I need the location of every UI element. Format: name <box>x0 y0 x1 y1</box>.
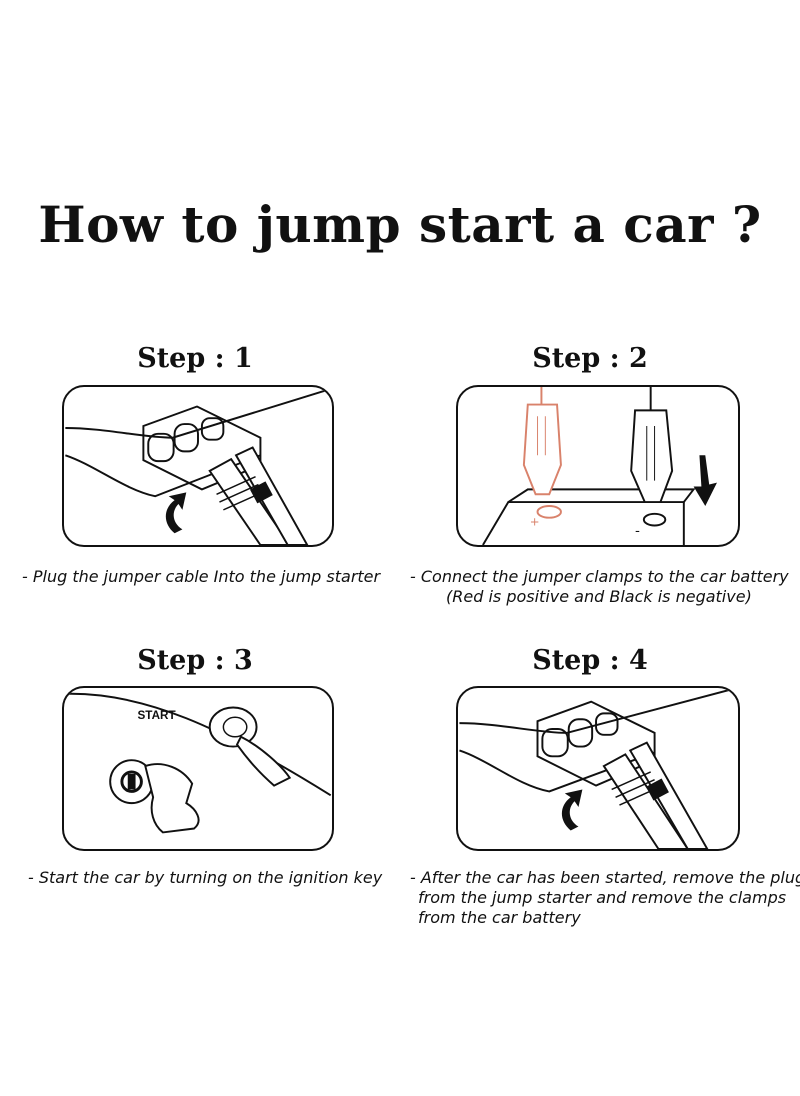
red-clamp-icon <box>522 387 562 496</box>
negative-terminal-icon <box>642 512 667 527</box>
step-4-illustration <box>456 686 740 851</box>
step-1-caption-line: - Plug the jumper cable Into the jump st… <box>22 567 381 586</box>
negative-sign: - <box>635 523 640 539</box>
step-1-caption: - Plug the jumper cable Into the jump st… <box>22 567 380 587</box>
port-icon <box>541 712 619 758</box>
step-4-caption-line: - After the car has been started, remove… <box>410 868 800 887</box>
step-3-heading: Step : 3 <box>137 645 253 676</box>
down-arrow-icon <box>693 455 717 506</box>
cable-plug-icon <box>208 446 309 545</box>
insert-arrow-icon <box>165 492 187 534</box>
port-icon <box>147 417 225 463</box>
step-4-caption: - After the car has been started, remove… <box>410 868 800 928</box>
remove-arrow-icon <box>561 789 583 831</box>
step-3-illustration: START <box>62 686 334 851</box>
remove-plug-drawing <box>459 688 737 849</box>
step-2-heading: Step : 2 <box>532 343 648 374</box>
step-1-illustration <box>62 385 334 547</box>
black-clamp-icon <box>630 387 674 504</box>
step-4-caption-line: from the jump starter and remove the cla… <box>418 888 787 907</box>
positive-terminal-icon <box>536 505 562 519</box>
step-4-heading: Step : 4 <box>532 645 648 676</box>
step-2-caption-line: - Connect the jumper clamps to the car b… <box>410 567 789 586</box>
start-button-icon <box>208 706 258 748</box>
step-4-caption-line: from the car battery <box>418 908 581 927</box>
cable-plug-icon <box>602 741 709 849</box>
jump-starter-plug-in-drawing <box>65 388 331 545</box>
battery-clamps-drawing: + - <box>482 387 717 545</box>
finger-icon <box>235 735 292 787</box>
hand-icon <box>144 763 200 834</box>
step-3-caption-line: - Start the car by turning on the igniti… <box>28 868 383 887</box>
page-title: How to jump start a car ? <box>38 195 762 254</box>
start-label: START <box>138 709 177 722</box>
step-3-caption: - Start the car by turning on the igniti… <box>28 868 382 888</box>
step-2-illustration: + - <box>456 385 740 547</box>
positive-sign: + <box>530 514 540 528</box>
step-2-caption-line: (Red is positive and Black is negative) <box>446 587 752 606</box>
ignition-drawing: START <box>65 692 332 834</box>
step-1-heading: Step : 1 <box>137 343 253 374</box>
step-2-caption: - Connect the jumper clamps to the car b… <box>410 567 789 607</box>
